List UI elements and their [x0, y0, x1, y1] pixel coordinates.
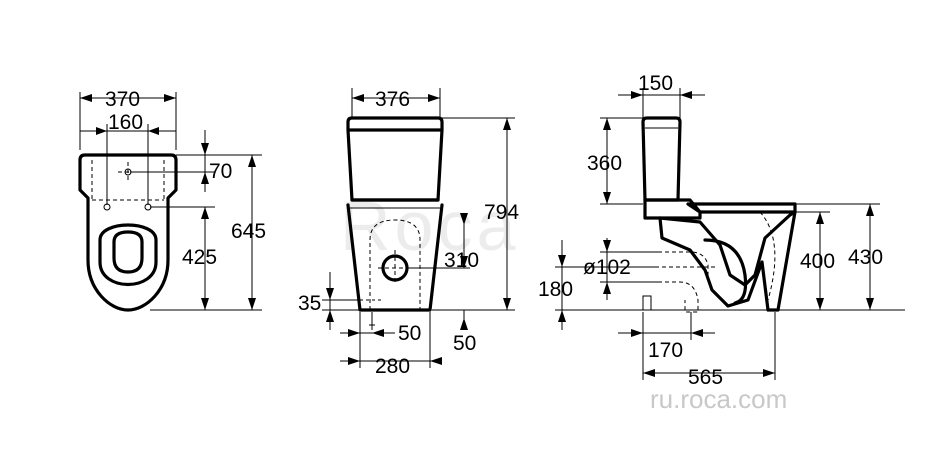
- dim-180: 180: [538, 278, 573, 301]
- dim-645: 645: [231, 220, 266, 243]
- dim-170: 170: [648, 339, 683, 362]
- dim-360: 360: [587, 152, 622, 175]
- front-view: 376 794 310 35 50 50: [298, 88, 519, 378]
- seat-outer: [98, 223, 158, 286]
- dim-35: 35: [298, 292, 321, 315]
- dim-50-right: 50: [453, 332, 476, 355]
- dim-794: 794: [484, 201, 519, 224]
- dim-150: 150: [638, 72, 673, 95]
- pedestal: [346, 203, 444, 312]
- top-view: 370 160 70 425 645: [78, 88, 266, 312]
- cistern: [346, 116, 444, 202]
- site-url: ru.roca.com: [650, 384, 787, 414]
- top-view-outline: [78, 153, 178, 312]
- cistern-side: [641, 116, 682, 202]
- seat-side: [686, 202, 797, 214]
- side-view: 150 360 ø102 180 400 430: [538, 72, 905, 389]
- dim-70: 70: [209, 160, 232, 183]
- dim-370: 370: [105, 88, 140, 111]
- dim-376: 376: [375, 88, 410, 111]
- dim-50-left: 50: [398, 322, 421, 345]
- floor-fixing: [642, 295, 652, 311]
- dim-280: 280: [375, 355, 410, 378]
- dim-565: 565: [688, 366, 723, 389]
- dim-400: 400: [800, 250, 835, 273]
- dim-430: 430: [848, 246, 883, 269]
- dim-160: 160: [108, 111, 143, 134]
- dim-425: 425: [182, 246, 217, 269]
- bowl-opening: [112, 230, 144, 274]
- dim-310: 310: [444, 249, 479, 272]
